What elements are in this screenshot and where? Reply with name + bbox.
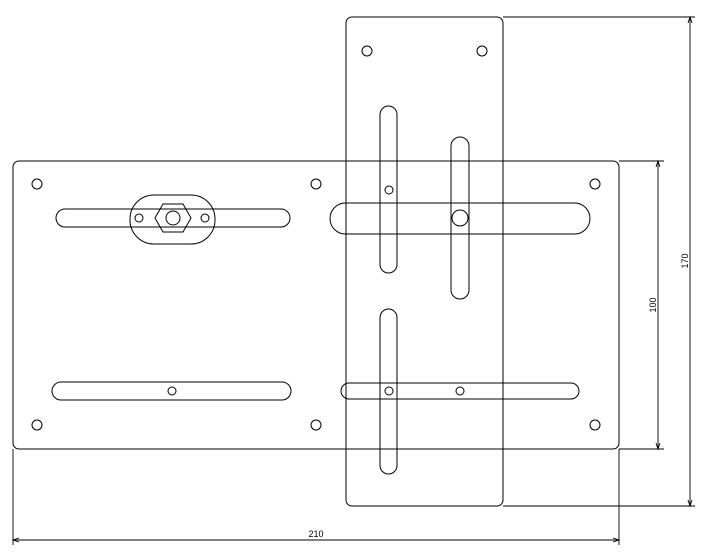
slot-hole — [384, 185, 394, 195]
nut-holder-body — [129, 194, 216, 245]
mount-hole — [310, 419, 322, 431]
slot-hole — [384, 386, 394, 396]
horizontal-plate-mount-holes — [31, 178, 601, 431]
mount-hole — [361, 45, 373, 57]
nut-holder-hole — [134, 213, 144, 223]
slot — [450, 136, 470, 300]
dimension-width: 210 — [11, 449, 621, 545]
mount-hole — [31, 419, 43, 431]
dimension-height-plate-label: 100 — [648, 297, 658, 312]
slot-hole — [167, 386, 177, 396]
slot — [379, 105, 398, 274]
nut-holder-hole — [200, 213, 210, 223]
slot — [340, 382, 580, 400]
slot — [55, 208, 291, 228]
dimension-height-plate: 100 — [619, 159, 664, 451]
nut-holder — [129, 194, 216, 245]
dimension-height-total-label: 170 — [680, 253, 690, 268]
slot — [379, 308, 398, 475]
dimension-height-total: 170 — [503, 15, 695, 508]
mount-hole — [476, 45, 488, 57]
horizontal-plate — [12, 160, 620, 450]
mount-hole — [589, 178, 601, 190]
slot-hole — [451, 209, 469, 227]
hex-nut-bore — [165, 210, 181, 226]
dimension-width-label: 210 — [308, 529, 323, 539]
hex-nut-icon — [154, 203, 192, 233]
slot-hole — [455, 386, 465, 396]
mount-hole — [589, 419, 601, 431]
mount-hole — [310, 178, 322, 190]
vertical-plate — [345, 16, 504, 507]
slot — [329, 202, 591, 235]
mount-hole — [31, 178, 43, 190]
slot — [51, 381, 292, 401]
